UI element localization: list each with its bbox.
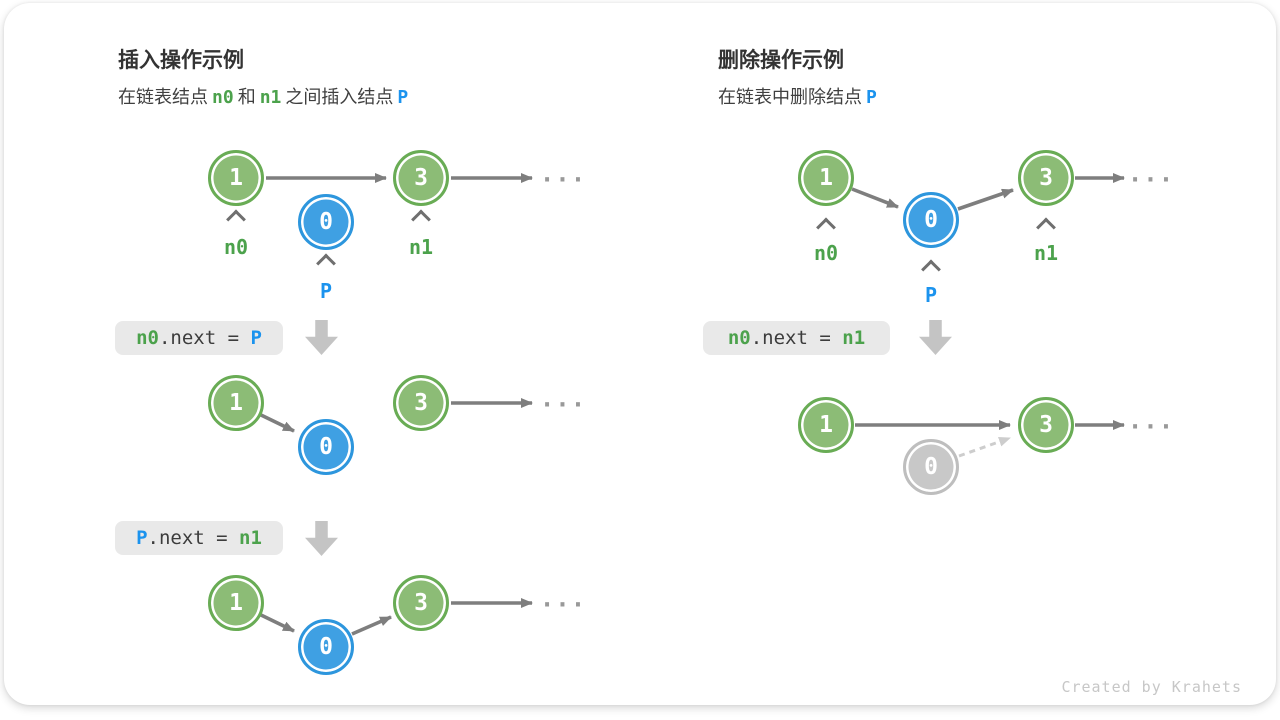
subtitle-text: 在链表中删除结点 [718, 87, 862, 107]
code-lhs: P [136, 527, 148, 549]
node-value: 3 [414, 590, 428, 616]
code-label-n0-next-n1: n0.next = n1 [703, 321, 890, 355]
node-value: 0 [319, 634, 333, 660]
node-value: 0 [924, 454, 938, 480]
pointer-caret-p [921, 259, 941, 280]
pointer-label-n0: n0 [223, 235, 249, 259]
ellipsis: ... [1127, 159, 1175, 188]
list-node-1: 1 [798, 150, 854, 206]
pointer-caret-n0 [226, 209, 246, 230]
pointer-label-n1: n1 [408, 235, 434, 259]
code-mid: .next = [147, 527, 240, 549]
list-node-0-p: 0 [298, 619, 354, 675]
node-value: 3 [1039, 165, 1053, 191]
token-p: P [866, 87, 877, 108]
pointer-label-p: P [319, 279, 333, 303]
code-lhs: n0 [727, 327, 751, 349]
pointer-label-n0: n0 [813, 241, 839, 265]
pointer-caret-n1 [411, 209, 431, 230]
node-value: 3 [414, 390, 428, 416]
pointer-caret-n0 [816, 217, 836, 238]
token-p: P [397, 87, 409, 108]
list-node-0-p: 0 [903, 192, 959, 248]
code-rhs: n1 [842, 327, 866, 349]
pointer-label-p: P [924, 283, 938, 307]
node-value: 1 [819, 412, 833, 438]
ellipsis: ... [1127, 406, 1175, 435]
code-mid: .next = [158, 327, 251, 349]
code-label-p-next-n1: P.next = n1 [115, 521, 283, 555]
down-arrow [305, 521, 338, 556]
code-lhs: n0 [136, 327, 159, 349]
node-value: 0 [924, 207, 938, 233]
down-arrow [305, 320, 338, 355]
pointer-caret-n1 [1036, 217, 1056, 238]
token-n0: n0 [212, 87, 234, 108]
code-rhs: P [250, 327, 262, 349]
ellipsis: ... [539, 159, 587, 188]
list-node-3: 3 [393, 150, 449, 206]
code-label-n0-next-p: n0.next = P [115, 321, 283, 355]
node-value: 1 [819, 165, 833, 191]
token-n1: n1 [259, 87, 282, 108]
node-value: 0 [319, 209, 333, 235]
list-node-1: 1 [208, 375, 264, 431]
subtitle-text: 和 [237, 87, 256, 107]
code-mid: .next = [750, 327, 843, 349]
pointer-label-n1: n1 [1033, 241, 1059, 265]
list-node-0-removed: 0 [903, 439, 959, 495]
list-node-3: 3 [393, 375, 449, 431]
code-rhs: n1 [239, 527, 262, 549]
list-node-3: 3 [393, 575, 449, 631]
subtitle-text: 之间插入结点 [285, 87, 394, 107]
list-node-1: 1 [798, 397, 854, 453]
ellipsis: ... [539, 584, 587, 613]
credit-text: Created by Krahets [1061, 678, 1242, 696]
pointer-caret-p [316, 253, 336, 274]
list-node-1: 1 [208, 575, 264, 631]
list-node-0-p: 0 [298, 419, 354, 475]
node-value: 1 [229, 165, 243, 191]
node-value: 0 [319, 434, 333, 460]
list-node-3: 3 [1018, 397, 1074, 453]
down-arrow [919, 320, 952, 355]
node-value: 1 [229, 590, 243, 616]
ellipsis: ... [539, 384, 587, 413]
list-node-3: 3 [1018, 150, 1074, 206]
node-value: 1 [229, 390, 243, 416]
list-node-0-p: 0 [298, 194, 354, 250]
node-value: 3 [414, 165, 428, 191]
delete-panel-title: 删除操作示例 [718, 49, 844, 72]
node-value: 3 [1039, 412, 1053, 438]
insert-panel-title: 插入操作示例 [118, 49, 244, 72]
list-node-1: 1 [208, 150, 264, 206]
subtitle-text: 在链表结点 [118, 87, 208, 107]
